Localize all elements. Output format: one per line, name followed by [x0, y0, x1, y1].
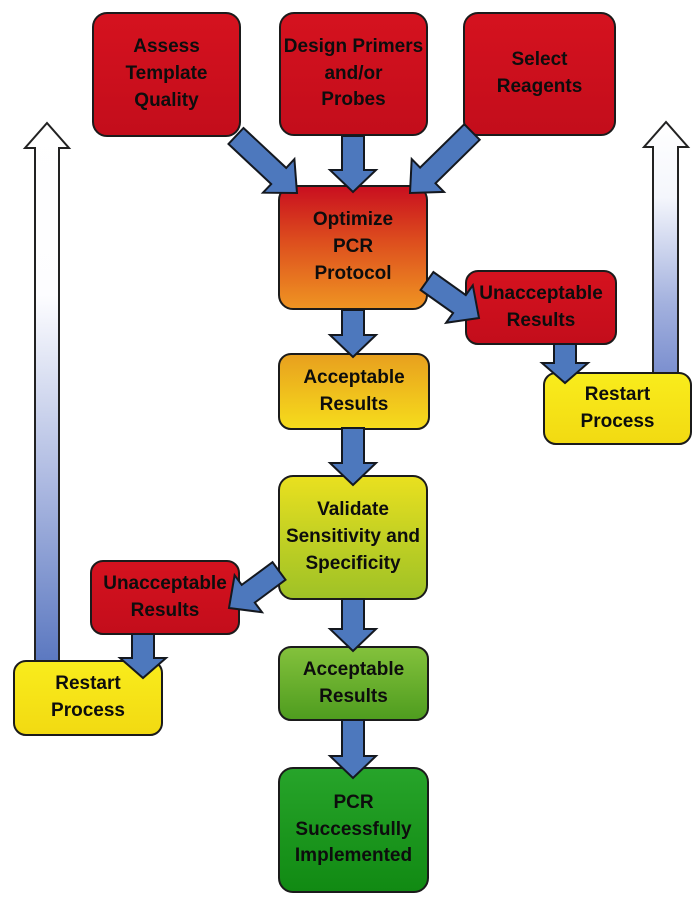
- node-acceptable-results-2: Acceptable Results: [278, 646, 429, 721]
- node-acceptable-results-1: Acceptable Results: [278, 353, 430, 430]
- node-label: Optimize PCR Protocol: [312, 209, 394, 284]
- node-select-reagents: Select Reagents: [463, 12, 616, 136]
- node-restart-process-left: Restart Process: [13, 660, 163, 736]
- node-label: Unacceptable Results: [103, 572, 227, 621]
- node-unacceptable-results-left: Unacceptable Results: [90, 560, 240, 635]
- node-assess-template-quality: Assess Template Quality: [92, 12, 241, 137]
- node-restart-process-right: Restart Process: [543, 372, 692, 445]
- node-optimize-pcr-protocol: Optimize PCR Protocol: [278, 185, 428, 310]
- node-label: Validate Sensitivity and Specificity: [285, 499, 421, 574]
- node-label: Restart Process: [580, 383, 655, 432]
- node-label: Assess Template Quality: [125, 36, 208, 111]
- restart-loop-arrow-right: [641, 120, 691, 375]
- node-label: PCR Successfully Implemented: [294, 791, 413, 867]
- node-label: Select Reagents: [496, 49, 583, 97]
- node-label: Acceptable Results: [303, 366, 405, 415]
- node-unacceptable-results-right: Unacceptable Results: [465, 270, 617, 345]
- node-validate-sensitivity-specificity: Validate Sensitivity and Specificity: [278, 475, 428, 600]
- node-label: Restart Process: [51, 673, 125, 721]
- node-design-primers-probes: Design Primers and/or Probes: [279, 12, 428, 136]
- node-label: Unacceptable Results: [479, 282, 603, 331]
- node-label: Design Primers and/or Probes: [283, 35, 424, 111]
- node-pcr-successfully-implemented: PCR Successfully Implemented: [278, 767, 429, 893]
- node-label: Acceptable Results: [302, 658, 405, 707]
- restart-loop-arrow-left: [22, 121, 72, 663]
